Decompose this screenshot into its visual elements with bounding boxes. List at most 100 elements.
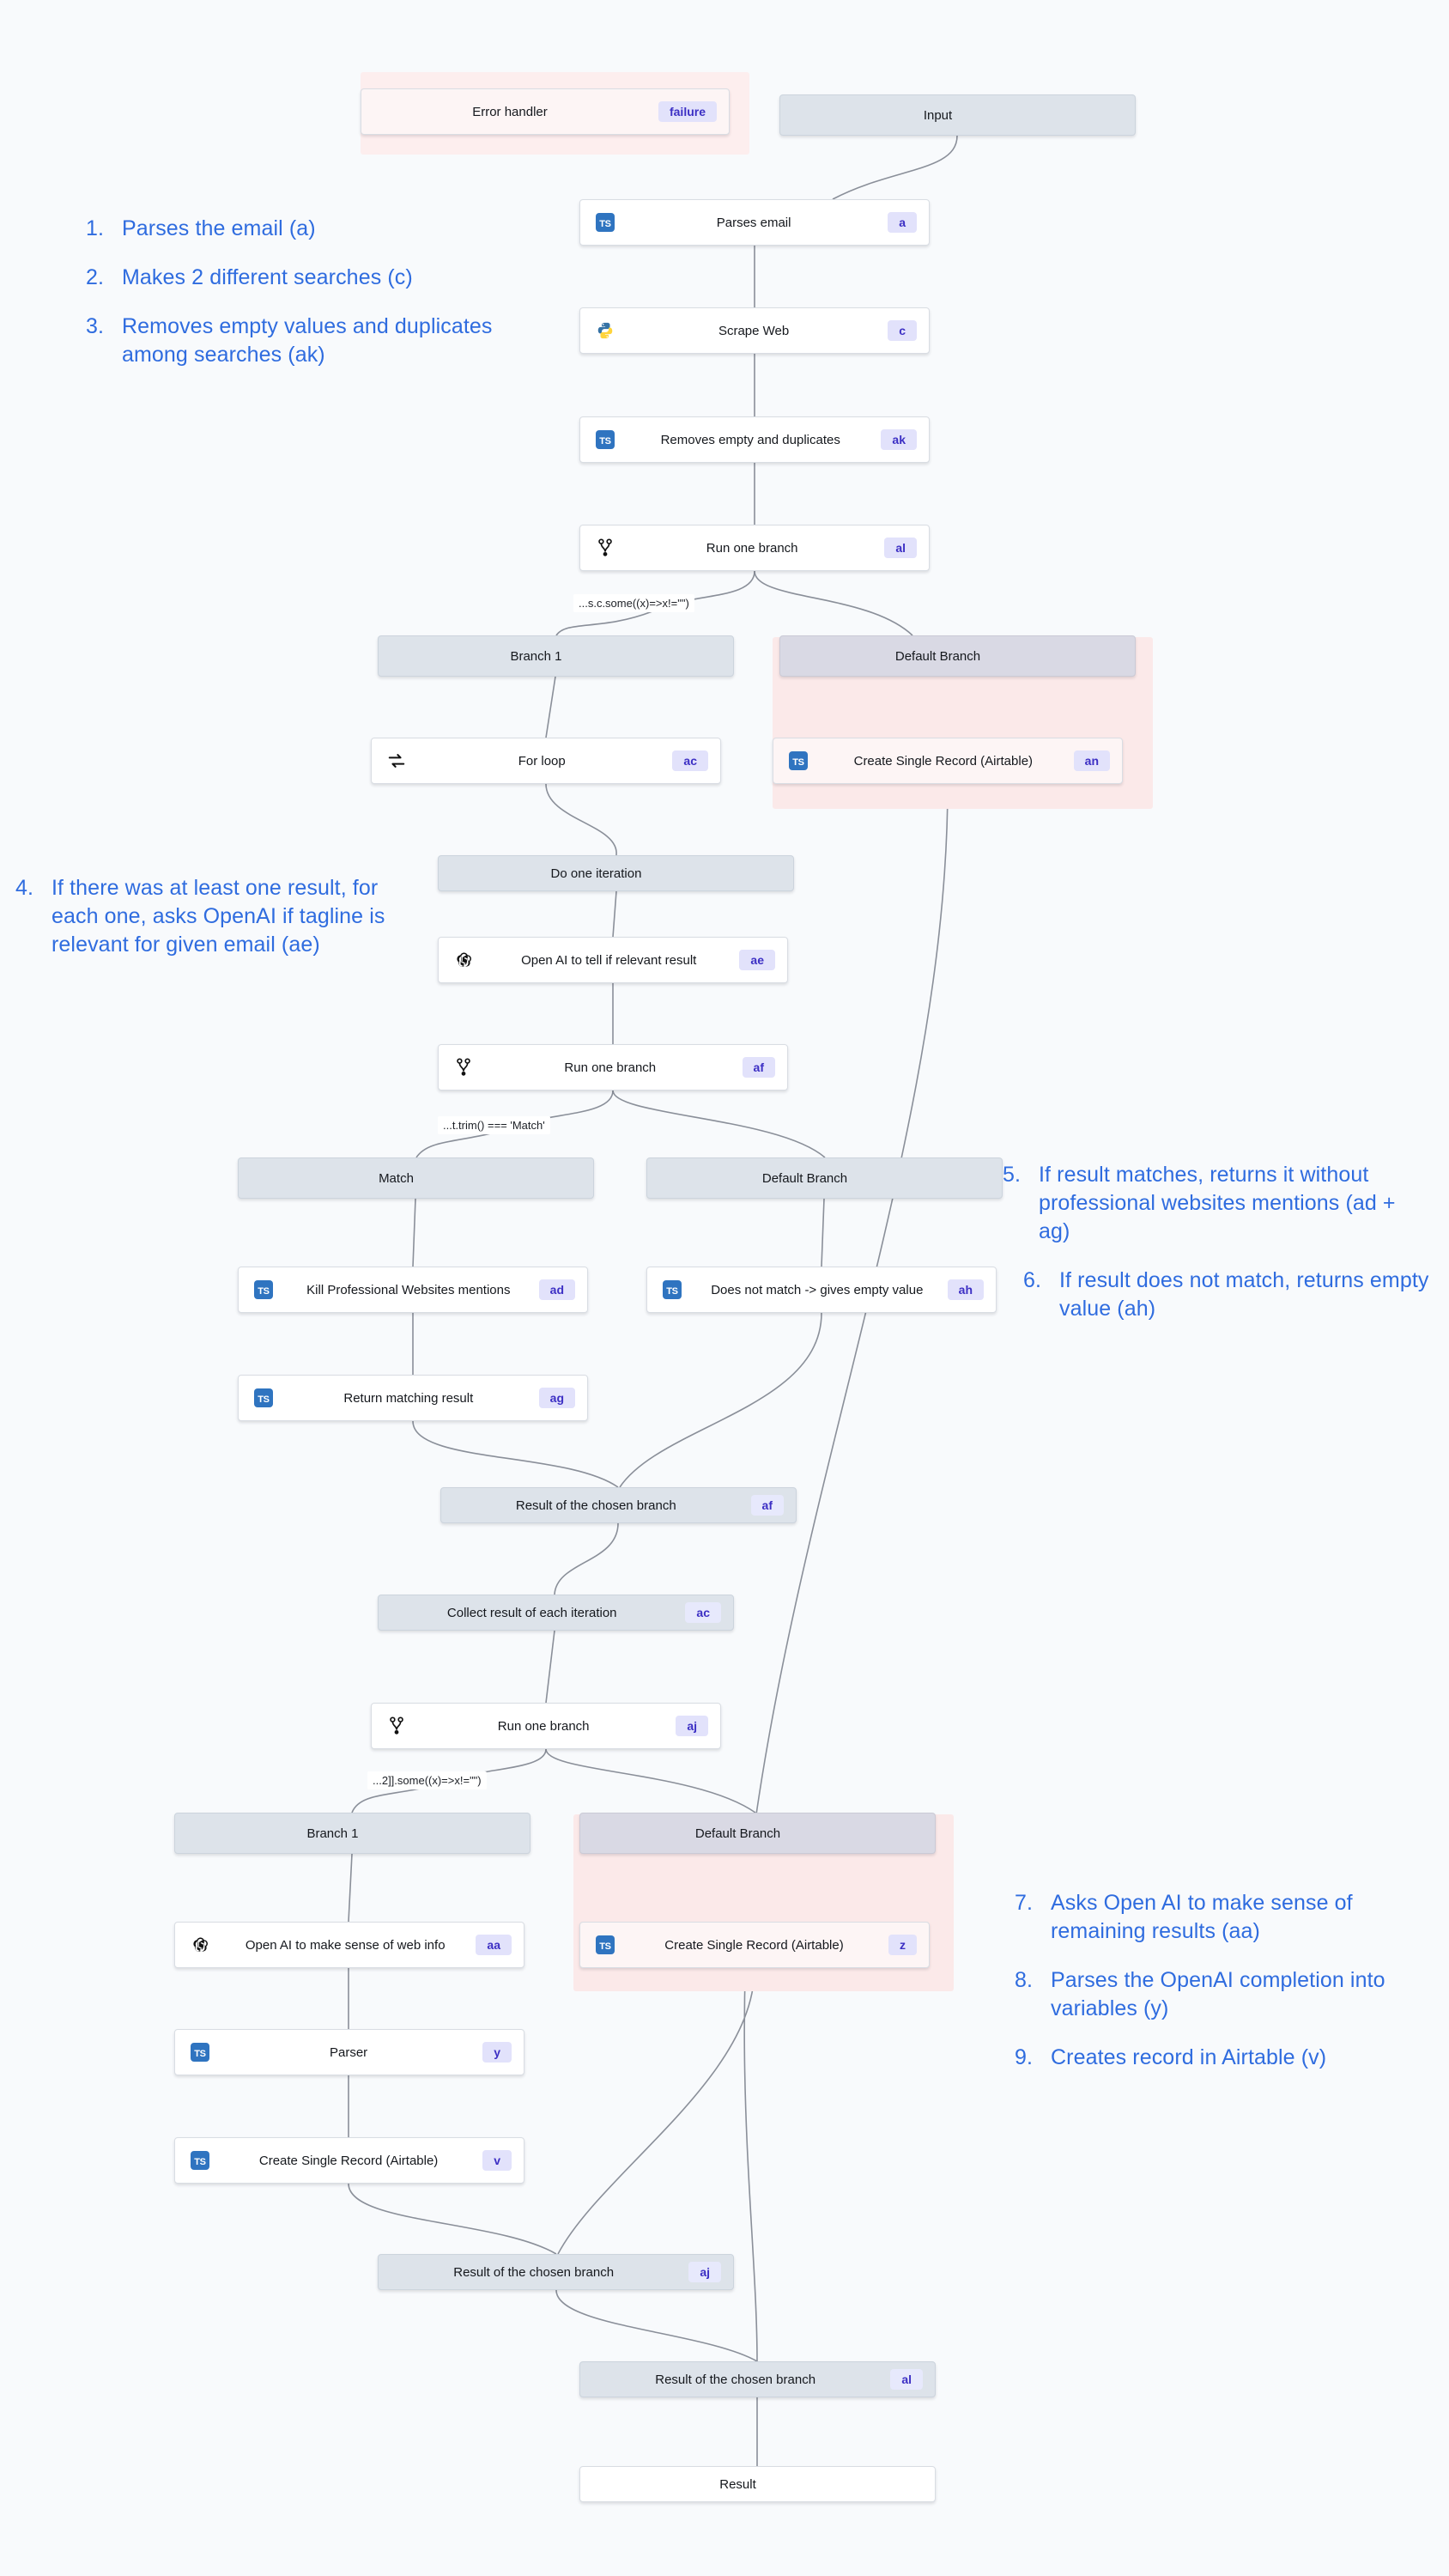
annotations-right-mid: 5. If result matches, returns it without…: [1003, 1161, 1432, 1323]
node-run-one-branch-al[interactable]: Run one branch al: [579, 525, 930, 571]
node-label: Kill Professional Websites mentions: [306, 1282, 511, 1297]
typescript-icon: TS: [784, 751, 813, 770]
node-result-of-chosen-branch-al[interactable]: Result of the chosen branch al: [579, 2361, 936, 2397]
annotations-right-lower: 7. Asks Open AI to make sense of remaini…: [1015, 1889, 1427, 2072]
node-result-of-chosen-branch-af[interactable]: Result of the chosen branch af: [440, 1487, 797, 1523]
annotations-left: 1. Parses the email (a) 2. Makes 2 diffe…: [86, 215, 498, 369]
annotation-item: 7. Asks Open AI to make sense of remaini…: [1015, 1889, 1427, 1946]
node-label: Create Single Record (Airtable): [664, 1937, 844, 1953]
node-badge: a: [888, 212, 917, 233]
node-run-one-branch-aj[interactable]: Run one branch aj: [371, 1703, 721, 1749]
node-default-branch-bottom[interactable]: Default Branch: [579, 1813, 936, 1854]
node-create-single-record-z[interactable]: TS Create Single Record (Airtable) z: [579, 1922, 930, 1968]
node-label: Collect result of each iteration: [446, 1605, 617, 1620]
annotation-number: 7.: [1015, 1891, 1034, 1915]
node-badge: an: [1073, 750, 1110, 771]
annotation-item: 1. Parses the email (a): [86, 215, 498, 243]
node-label: Run one branch: [564, 1060, 657, 1075]
annotation-number: 1.: [86, 216, 105, 240]
edge-condition-al: ...s.c.some((x)=>x!=""): [573, 594, 694, 612]
loop-icon: [382, 751, 411, 770]
annotation-number: 6.: [1023, 1268, 1042, 1292]
node-badge: aa: [476, 1935, 512, 1955]
edge-condition-af: ...t.trim() === 'Match': [438, 1116, 550, 1134]
node-badge: ag: [538, 1388, 575, 1408]
annotation-item: 2. Makes 2 different searches (c): [86, 264, 498, 292]
node-label: Does not match -> gives empty value: [711, 1282, 924, 1297]
node-label: Create Single Record (Airtable): [853, 753, 1034, 769]
openai-icon: [449, 951, 478, 970]
node-badge: ac: [685, 1602, 721, 1623]
annotation-text: If result does not match, returns empty …: [1059, 1268, 1429, 1321]
node-branch-1-bottom[interactable]: Branch 1: [174, 1813, 530, 1854]
node-do-one-iteration[interactable]: Do one iteration: [438, 855, 794, 891]
node-return-matching-result[interactable]: TS Return matching result ag: [238, 1375, 588, 1421]
annotation-text: Removes empty values and duplicates amon…: [122, 314, 493, 367]
node-badge: v: [482, 2150, 512, 2171]
annotation-number: 3.: [86, 314, 105, 338]
node-result[interactable]: Result: [579, 2466, 936, 2502]
node-result-of-chosen-branch-aj[interactable]: Result of the chosen branch aj: [378, 2254, 734, 2290]
typescript-icon: TS: [249, 1388, 278, 1407]
branch-icon: [382, 1716, 411, 1735]
node-default-branch-top[interactable]: Default Branch: [779, 635, 1136, 677]
node-for-loop[interactable]: For loop ac: [371, 738, 721, 784]
node-badge: c: [888, 320, 917, 341]
edge-condition-aj: ...2]].some((x)=>x!=""): [367, 1771, 487, 1789]
annotation-item: 6. If result does not match, returns emp…: [1023, 1267, 1432, 1323]
node-openai-tell-if-relevant-result[interactable]: Open AI to tell if relevant result ae: [438, 937, 788, 983]
annotation-item: 8. Parses the OpenAI completion into var…: [1015, 1966, 1427, 2023]
node-label: Branch 1: [510, 648, 562, 664]
node-create-single-record-an[interactable]: TS Create Single Record (Airtable) an: [773, 738, 1123, 784]
node-label: Result: [719, 2476, 756, 2492]
node-run-one-branch-af[interactable]: Run one branch af: [438, 1044, 788, 1091]
node-label: Open AI to make sense of web info: [245, 1937, 446, 1953]
typescript-icon: TS: [249, 1280, 278, 1299]
node-badge: ad: [538, 1279, 575, 1300]
node-label: Scrape Web: [718, 323, 790, 338]
node-removes-empty-and-duplicates[interactable]: TS Removes empty and duplicates ak: [579, 416, 930, 463]
typescript-icon: TS: [185, 2043, 215, 2062]
branch-icon: [449, 1058, 478, 1077]
node-label: Parser: [330, 2044, 368, 2060]
annotation-item: 5. If result matches, returns it without…: [1003, 1161, 1432, 1246]
node-badge: af: [742, 1057, 775, 1078]
node-input[interactable]: Input: [779, 94, 1136, 136]
node-badge: al: [890, 2369, 923, 2390]
node-badge: ae: [739, 950, 775, 970]
node-label: Removes empty and duplicates: [660, 432, 840, 447]
node-default-branch-mid[interactable]: Default Branch: [646, 1157, 1003, 1199]
annotation-text: If there was at least one result, for ea…: [52, 876, 385, 957]
node-collect-result-of-each-iteration[interactable]: Collect result of each iteration ac: [378, 1595, 734, 1631]
node-error-handler[interactable]: Error handler failure: [361, 88, 730, 135]
annotation-text: Parses the email (a): [122, 216, 316, 240]
node-label: For loop: [518, 753, 566, 769]
node-parser[interactable]: TS Parser y: [174, 2029, 524, 2075]
node-label: Result of the chosen branch: [655, 2372, 816, 2387]
node-badge: ac: [672, 750, 708, 771]
node-label: Error handler: [472, 104, 548, 119]
node-label: Do one iteration: [550, 866, 642, 881]
node-badge: aj: [688, 2262, 721, 2282]
node-parses-email[interactable]: TS Parses email a: [579, 199, 930, 246]
node-label: Branch 1: [306, 1826, 359, 1841]
typescript-icon: TS: [591, 1935, 620, 1954]
node-badge: al: [884, 538, 917, 558]
annotation-number: 9.: [1015, 2045, 1034, 2069]
node-create-single-record-v[interactable]: TS Create Single Record (Airtable) v: [174, 2137, 524, 2184]
node-openai-make-sense-of-web-info[interactable]: Open AI to make sense of web info aa: [174, 1922, 524, 1968]
node-kill-professional-websites-mentions[interactable]: TS Kill Professional Websites mentions a…: [238, 1267, 588, 1313]
branch-icon: [591, 538, 620, 557]
node-does-not-match-gives-empty-value[interactable]: TS Does not match -> gives empty value a…: [646, 1267, 997, 1313]
node-badge: y: [482, 2042, 512, 2063]
typescript-icon: TS: [591, 213, 620, 232]
annotation-number: 5.: [1003, 1163, 1022, 1187]
node-label: Run one branch: [706, 540, 798, 556]
annotation-text: If result matches, returns it without pr…: [1039, 1163, 1396, 1243]
node-scrape-web[interactable]: Scrape Web c: [579, 307, 930, 354]
node-branch-1-top[interactable]: Branch 1: [378, 635, 734, 677]
annotations-left-lower: 4. If there was at least one result, for…: [15, 874, 402, 959]
annotation-text: Makes 2 different searches (c): [122, 265, 413, 289]
node-match-branch[interactable]: Match: [238, 1157, 594, 1199]
